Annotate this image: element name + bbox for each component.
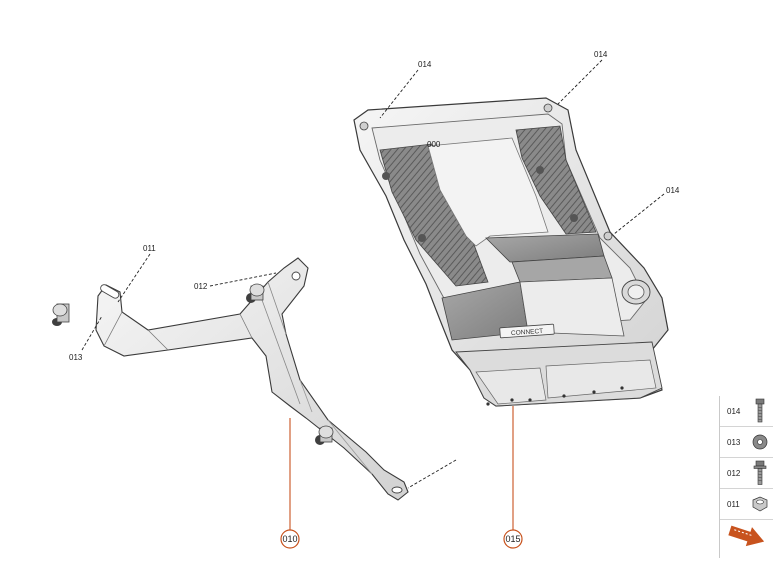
part-number-label: 015 — [505, 534, 520, 544]
part-callout-015[interactable]: 015 — [503, 406, 523, 549]
flange-bolt-icon — [749, 460, 771, 486]
callout-012: 012 — [194, 272, 277, 291]
legend-code: 014 — [727, 406, 741, 416]
orange-arrow-icon[interactable] — [720, 520, 773, 552]
callout-label: 014 — [666, 186, 680, 195]
alignment-leader — [407, 459, 457, 489]
legend-row-011[interactable]: 011 — [720, 489, 773, 520]
mounting-bracket — [52, 257, 409, 501]
legend-row-012[interactable]: 012 — [720, 458, 773, 489]
part-number-label: 010 — [282, 534, 297, 544]
callout-label: 013 — [69, 353, 83, 362]
legend-code: 013 — [727, 437, 741, 447]
part-callout-010[interactable]: 010 — [280, 418, 300, 549]
callout-013: 013 — [69, 315, 103, 362]
bracket-stud — [246, 283, 265, 303]
nut-icon — [749, 491, 771, 517]
control-unit-ecu: CONNECT — [353, 97, 669, 407]
callout-label: 014 — [594, 50, 608, 59]
callout-014-top: 014 — [379, 60, 432, 119]
hardware-legend: 014 013 012 011 — [719, 396, 773, 558]
washer-icon — [749, 429, 771, 455]
bracket-stud — [52, 303, 70, 326]
ecu-badge-text: CONNECT — [511, 328, 544, 337]
legend-code: 012 — [727, 468, 741, 478]
callout-011: 011 — [117, 244, 156, 303]
callout-label: 011 — [143, 244, 156, 253]
bracket-stud — [315, 425, 334, 445]
legend-row-013[interactable]: 013 — [720, 427, 773, 458]
callout-label: 012 — [194, 282, 208, 291]
callout-000: 000 — [427, 140, 441, 149]
callout-label: 000 — [427, 140, 441, 149]
callout-014-right: 014 — [613, 186, 680, 235]
callout-014-top-right: 014 — [557, 50, 608, 105]
legend-row-014[interactable]: 014 — [720, 396, 773, 427]
callout-label: 014 — [418, 60, 432, 69]
legend-code: 011 — [727, 499, 740, 509]
bolt-icon — [749, 398, 771, 424]
